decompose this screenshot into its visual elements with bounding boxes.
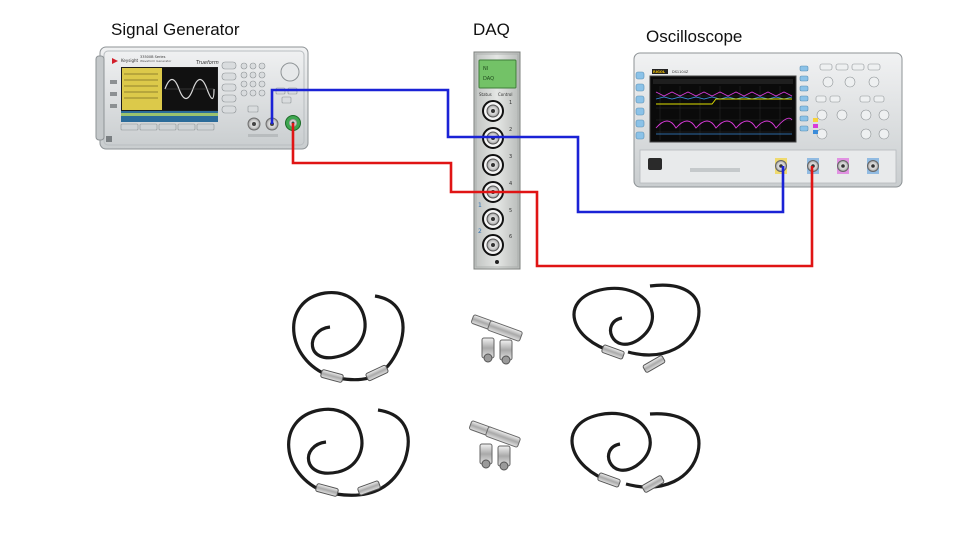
sg-screen [121, 67, 218, 122]
bnc-t-adapter-bottom [469, 420, 521, 471]
sg-knob-icon [280, 62, 300, 82]
oscilloscope-label: Oscilloscope [646, 27, 743, 46]
osc-screen [649, 75, 797, 143]
daq-control-label: Control [498, 92, 512, 97]
daq-port-number: 2 [509, 127, 512, 133]
daq-port-number: 5 [509, 208, 512, 214]
daq-port-number: 1 [509, 100, 512, 106]
daq-status-label: Status [479, 92, 492, 97]
red-wire [291, 123, 814, 268]
osc-ch3-bnc-icon [837, 158, 849, 174]
bnc-t-adapter-top [471, 314, 523, 365]
daq-port-3 [482, 154, 504, 176]
daq-port-5 [482, 208, 504, 230]
power-button-icon [648, 158, 662, 170]
osc-ch1-bnc-icon [775, 158, 787, 174]
daq-side-number: 1 [478, 202, 482, 209]
sg-brand-right: Trueform [196, 60, 219, 66]
daq-port-6 [482, 234, 504, 256]
rigol-logo-icon [652, 69, 668, 74]
bnc-cable-bottom-left [287, 407, 410, 497]
bnc-cable-top-left [292, 291, 405, 383]
sg-model-text: 33500B Series [140, 55, 166, 59]
daq-port-number: 6 [509, 234, 512, 240]
osc-ch4-bnc-icon [867, 158, 879, 174]
daq-port-1 [482, 100, 504, 122]
osc-model-text: DS1104Z [672, 70, 689, 74]
sg-model-sub: Waveform Generator [140, 59, 172, 63]
osc-brand-text: RIGOL [653, 70, 666, 74]
signal-generator: Keysight 33500B Series Waveform Generato… [95, 46, 309, 150]
bnc-cable-top-right [572, 283, 701, 373]
keysight-logo-icon [112, 58, 118, 64]
daq-label: DAQ [473, 20, 510, 39]
daq-display-sub: DAQ [483, 76, 494, 82]
sg-brand-text: Keysight [121, 58, 139, 63]
bnc-cable-bottom-right [570, 411, 701, 493]
blue-wire [270, 88, 785, 214]
daq-port-number: 4 [509, 181, 512, 187]
daq-display [478, 59, 517, 89]
daq-device: NI DAQ Status Control 1 2 3 4 5 6 1 2 [473, 51, 521, 270]
daq-display-text: NI [483, 66, 488, 72]
daq-side-number: 2 [478, 228, 482, 235]
signal-generator-label: Signal Generator [111, 20, 240, 39]
daq-port-number: 3 [509, 154, 512, 160]
oscilloscope: RIGOL DS1104Z [633, 52, 903, 188]
